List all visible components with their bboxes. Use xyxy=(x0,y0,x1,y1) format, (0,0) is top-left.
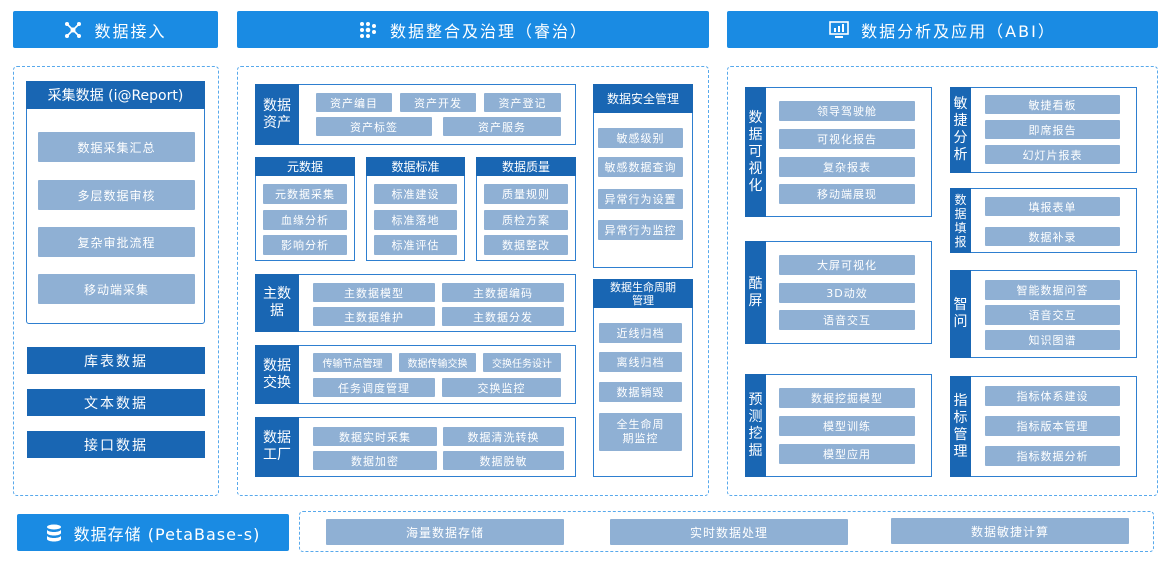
asset-item: 资产标签 xyxy=(316,117,432,136)
network-icon xyxy=(65,21,82,38)
visualization-item: 复杂报表 xyxy=(779,157,915,177)
agile-item: 敏捷看板 xyxy=(985,95,1120,114)
visualization-item: 领导驾驶舱 xyxy=(779,101,915,121)
security-item: 异常行为设置 xyxy=(598,189,683,209)
metadata-item: 影响分析 xyxy=(263,235,347,255)
master-item: 主数据编码 xyxy=(442,283,564,302)
metadata-title: 元数据 xyxy=(255,157,355,176)
coolscreen-item: 语音交互 xyxy=(779,310,915,330)
collection-item: 移动端采集 xyxy=(38,274,195,304)
quality-item: 质检方案 xyxy=(484,210,568,230)
header-title: 数据整合及治理（睿治） xyxy=(389,21,588,41)
table-data: 库表数据 xyxy=(27,347,205,374)
prediction-title: 预测挖掘 xyxy=(745,374,766,477)
lifecycle-title: 数据生命周期管理 xyxy=(593,279,693,308)
master-item: 主数据维护 xyxy=(313,307,435,326)
header-title: 数据存储 (PetaBase-s) xyxy=(73,524,261,544)
storage-item: 实时数据处理 xyxy=(610,519,848,545)
standard-item: 标准落地 xyxy=(374,210,457,230)
factory-title: 数据工厂 xyxy=(255,417,299,477)
quality-title: 数据质量 xyxy=(476,157,576,176)
header-title: 数据接入 xyxy=(94,21,167,41)
governance-panel xyxy=(237,66,709,496)
metadata-item: 元数据采集 xyxy=(263,184,347,204)
lifecycle-item: 全生命周期监控 xyxy=(599,413,682,451)
smartqa-title: 智问 xyxy=(950,270,971,358)
agile-item: 即席报告 xyxy=(985,120,1120,139)
standard-item: 标准评估 xyxy=(374,235,457,255)
interface-data: 接口数据 xyxy=(27,431,205,458)
prediction-item: 模型应用 xyxy=(779,444,915,464)
visualization-item: 可视化报告 xyxy=(779,129,915,149)
asset-item: 资产服务 xyxy=(443,117,561,136)
coolscreen-title: 酷屏 xyxy=(745,241,766,344)
fill-item: 填报表单 xyxy=(985,197,1120,216)
metric-item: 指标数据分析 xyxy=(985,446,1120,466)
smartqa-item: 知识图谱 xyxy=(985,330,1120,350)
exchange-item: 交换监控 xyxy=(442,378,561,397)
asset-item: 资产登记 xyxy=(484,93,561,112)
data-access-panel xyxy=(13,66,219,496)
security-item: 敏感数据查询 xyxy=(598,157,683,177)
collection-title: 采集数据 (i@Report) xyxy=(26,81,205,109)
master-item: 主数据模型 xyxy=(313,283,435,302)
smartqa-item: 智能数据问答 xyxy=(985,280,1120,300)
asset-title: 数据资产 xyxy=(255,84,299,145)
collection-item: 数据采集汇总 xyxy=(38,132,195,162)
agile-title: 敏捷分析 xyxy=(950,87,971,173)
prediction-item: 模型训练 xyxy=(779,416,915,436)
header-title: 数据分析及应用（ABI） xyxy=(861,21,1056,41)
factory-item: 数据脱敏 xyxy=(443,451,564,470)
collection-item: 复杂审批流程 xyxy=(38,227,195,257)
exchange-item: 传输节点管理 xyxy=(313,353,392,372)
factory-item: 数据清洗转换 xyxy=(443,427,564,446)
coolscreen-item: 大屏可视化 xyxy=(779,255,915,275)
agile-item: 幻灯片报表 xyxy=(985,145,1120,164)
storage-header: 数据存储 (PetaBase-s) xyxy=(17,514,289,551)
metric-item: 指标版本管理 xyxy=(985,416,1120,436)
factory-item: 数据加密 xyxy=(313,451,437,470)
asset-item: 资产开发 xyxy=(400,93,476,112)
collection-item: 多层数据审核 xyxy=(38,180,195,210)
header-data-analysis: 数据分析及应用（ABI） xyxy=(727,11,1158,48)
quality-item: 质量规则 xyxy=(484,184,568,204)
storage-item: 海量数据存储 xyxy=(326,519,564,545)
header-data-access: 数据接入 xyxy=(13,11,218,48)
text-data: 文本数据 xyxy=(27,389,205,416)
fill-title: 数据填报 xyxy=(950,188,971,253)
exchange-item: 数据传输交换 xyxy=(399,353,476,372)
visualization-item: 移动端展现 xyxy=(779,184,915,204)
lifecycle-item: 近线归档 xyxy=(599,323,682,343)
quality-item: 数据整改 xyxy=(484,235,568,255)
lifecycle-item: 数据销毁 xyxy=(599,382,682,402)
dots-icon xyxy=(359,21,376,38)
storage-item: 数据敏捷计算 xyxy=(891,518,1129,544)
security-item: 异常行为监控 xyxy=(598,220,683,240)
metadata-item: 血缘分析 xyxy=(263,210,347,230)
security-item: 敏感级别 xyxy=(598,128,683,148)
visualization-title: 数据可视化 xyxy=(745,87,766,217)
storage-panel xyxy=(299,511,1154,552)
smartqa-item: 语音交互 xyxy=(985,305,1120,325)
coolscreen-item: 3D动效 xyxy=(779,283,915,303)
analysis-panel xyxy=(727,66,1158,496)
metric-title: 指标管理 xyxy=(950,376,971,477)
lifecycle-item: 离线归档 xyxy=(599,352,682,372)
database-icon xyxy=(46,524,61,541)
exchange-title: 数据交换 xyxy=(255,345,299,404)
asset-item: 资产编目 xyxy=(316,93,392,112)
standard-item: 标准建设 xyxy=(374,184,457,204)
metric-item: 指标体系建设 xyxy=(985,386,1120,406)
header-data-governance: 数据整合及治理（睿治） xyxy=(237,11,709,48)
factory-item: 数据实时采集 xyxy=(313,427,437,446)
master-title: 主数据 xyxy=(255,274,299,332)
standard-title: 数据标准 xyxy=(366,157,465,176)
master-item: 主数据分发 xyxy=(442,307,564,326)
prediction-item: 数据挖掘模型 xyxy=(779,388,915,408)
exchange-item: 任务调度管理 xyxy=(313,378,435,397)
exchange-item: 交换任务设计 xyxy=(483,353,561,372)
monitor-chart-icon xyxy=(829,20,849,38)
fill-item: 数据补录 xyxy=(985,227,1120,246)
security-title: 数据安全管理 xyxy=(593,84,693,113)
